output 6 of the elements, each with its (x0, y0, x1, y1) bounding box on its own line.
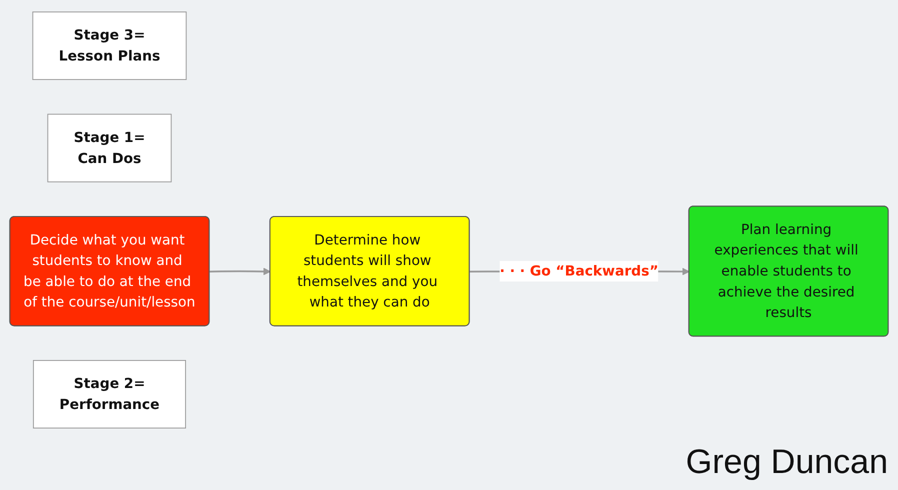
node-box: Stage 3= Lesson Plans (32, 12, 187, 80)
author-credit: Greg Duncan (686, 443, 888, 482)
edge-label: · · · Go “Backwards” (500, 262, 658, 279)
node-box: Stage 1= Can Dos (47, 114, 172, 182)
node-box: Stage 2= Performance (32, 360, 186, 428)
arrow (210, 268, 271, 276)
